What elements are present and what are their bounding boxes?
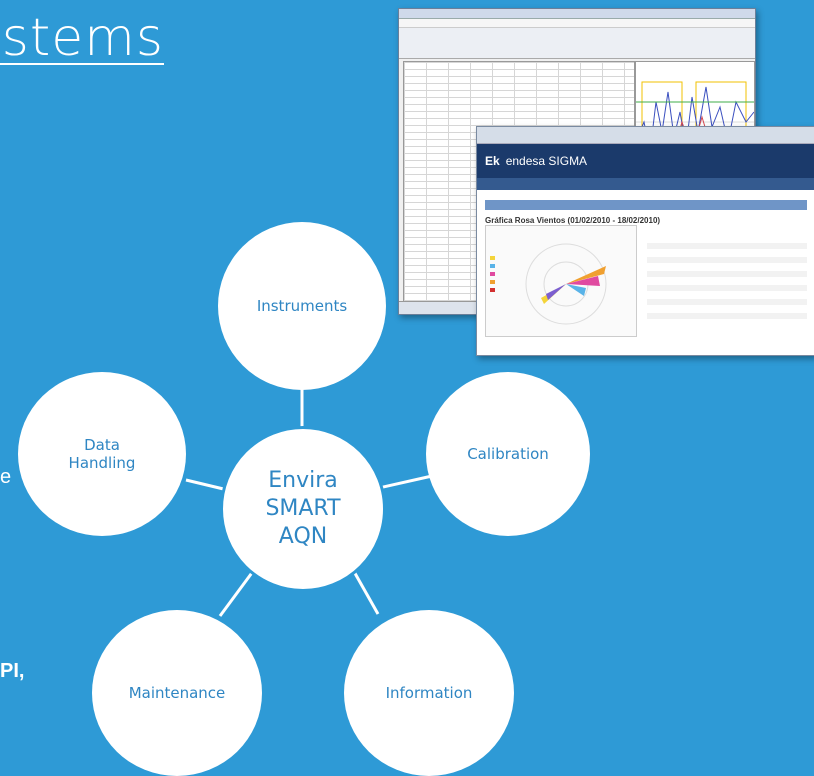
window-menubar <box>399 19 755 28</box>
node-data-handling: Data Handling <box>18 372 186 536</box>
filter-form <box>647 235 807 325</box>
node-calibration: Calibration <box>426 372 590 536</box>
window-toolbar <box>399 28 755 59</box>
cropped-text-left-mid: e <box>0 466 12 488</box>
section-bar <box>485 200 807 210</box>
page-title: ystems <box>0 8 164 68</box>
node-maintenance: Maintenance <box>92 610 262 776</box>
app-logo: Ek <box>485 154 500 168</box>
wind-rose-title: Gráfica Rosa Vientos (01/02/2010 - 18/02… <box>485 216 661 225</box>
app-nav <box>477 178 814 190</box>
browser-chrome <box>477 127 814 144</box>
cropped-text-left-bottom: PI, <box>0 660 25 682</box>
node-center-envira-smart-aqn: Envira SMART AQN <box>220 426 386 592</box>
app-header: Ek endesa SIGMA <box>477 144 814 178</box>
node-instruments: Instruments <box>218 222 386 390</box>
app-header-title: endesa SIGMA <box>505 154 588 168</box>
software-screenshot-sigma: Ek endesa SIGMA Gráfica Rosa Vientos (01… <box>476 126 814 356</box>
node-information: Information <box>344 610 514 776</box>
window-titlebar <box>399 9 755 19</box>
wind-rose-plot <box>485 225 637 337</box>
page-title-crop: ystems <box>0 0 164 100</box>
